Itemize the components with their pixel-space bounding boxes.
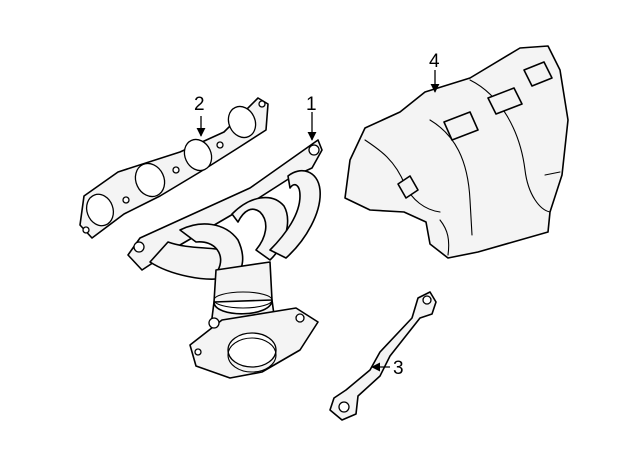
heat-shield xyxy=(344,45,569,259)
callout-1: 1 xyxy=(306,94,317,115)
callout-2: 2 xyxy=(194,94,205,115)
manifold-gasket xyxy=(79,97,269,239)
exhaust-manifold xyxy=(127,139,323,379)
support-bracket xyxy=(329,291,437,421)
callout-3: 3 xyxy=(393,358,404,379)
callout-4: 4 xyxy=(429,51,440,72)
